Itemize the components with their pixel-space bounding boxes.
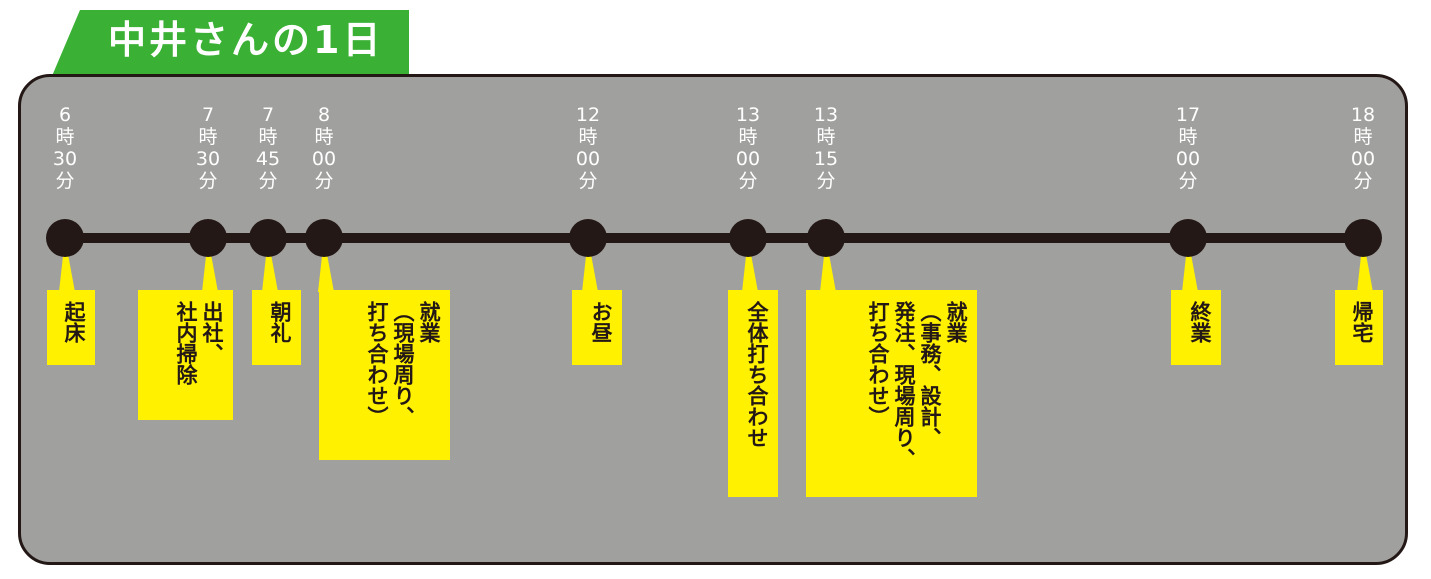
- callout-pointer: [1357, 238, 1373, 292]
- event-time: 18 時 00 分: [1350, 104, 1376, 192]
- event-callout: 就業 （現場周り、 打ち合わせ）: [319, 290, 450, 460]
- callout-pointer: [318, 238, 334, 292]
- title-tab: [52, 10, 409, 76]
- callout-pointer: [202, 238, 218, 292]
- timeline-dot: [46, 219, 84, 257]
- event-callout: 終業: [1171, 290, 1221, 365]
- timeline-dot: [729, 219, 767, 257]
- timeline-dot: [305, 219, 343, 257]
- callout-pointer: [262, 238, 278, 292]
- event-time: 7 時 30 分: [195, 104, 221, 192]
- event-time: 8 時 00 分: [311, 104, 337, 192]
- callout-pointer: [820, 238, 836, 292]
- event-time: 6 時 30 分: [52, 104, 78, 192]
- timeline-dot: [1169, 219, 1207, 257]
- callout-pointer: [582, 238, 598, 292]
- event-time: 17 時 00 分: [1175, 104, 1201, 192]
- timeline-dot: [189, 219, 227, 257]
- event-callout: 朝礼: [252, 290, 301, 365]
- timeline-dot: [807, 219, 845, 257]
- event-time: 13 時 00 分: [735, 104, 761, 192]
- event-time: 13 時 15 分: [813, 104, 839, 192]
- event-time: 12 時 00 分: [575, 104, 601, 192]
- timeline-dot: [569, 219, 607, 257]
- diagram-title: 中井さんの1日: [108, 18, 384, 62]
- event-callout: 起床: [47, 290, 95, 365]
- callout-pointer: [59, 238, 75, 292]
- event-callout: 帰宅: [1335, 290, 1383, 365]
- event-time: 7 時 45 分: [255, 104, 281, 192]
- event-callout: 出社、 社内掃除: [138, 290, 233, 420]
- callout-pointer: [1182, 238, 1198, 292]
- timeline-dot: [1344, 219, 1382, 257]
- event-callout: 就業 （事務、設計、 発注、現場周り、 打ち合わせ）: [806, 290, 977, 497]
- callout-pointer: [742, 238, 758, 292]
- event-callout: 全体打ち合わせ: [728, 290, 778, 497]
- timeline-dot: [249, 219, 287, 257]
- event-callout: お昼: [572, 290, 622, 365]
